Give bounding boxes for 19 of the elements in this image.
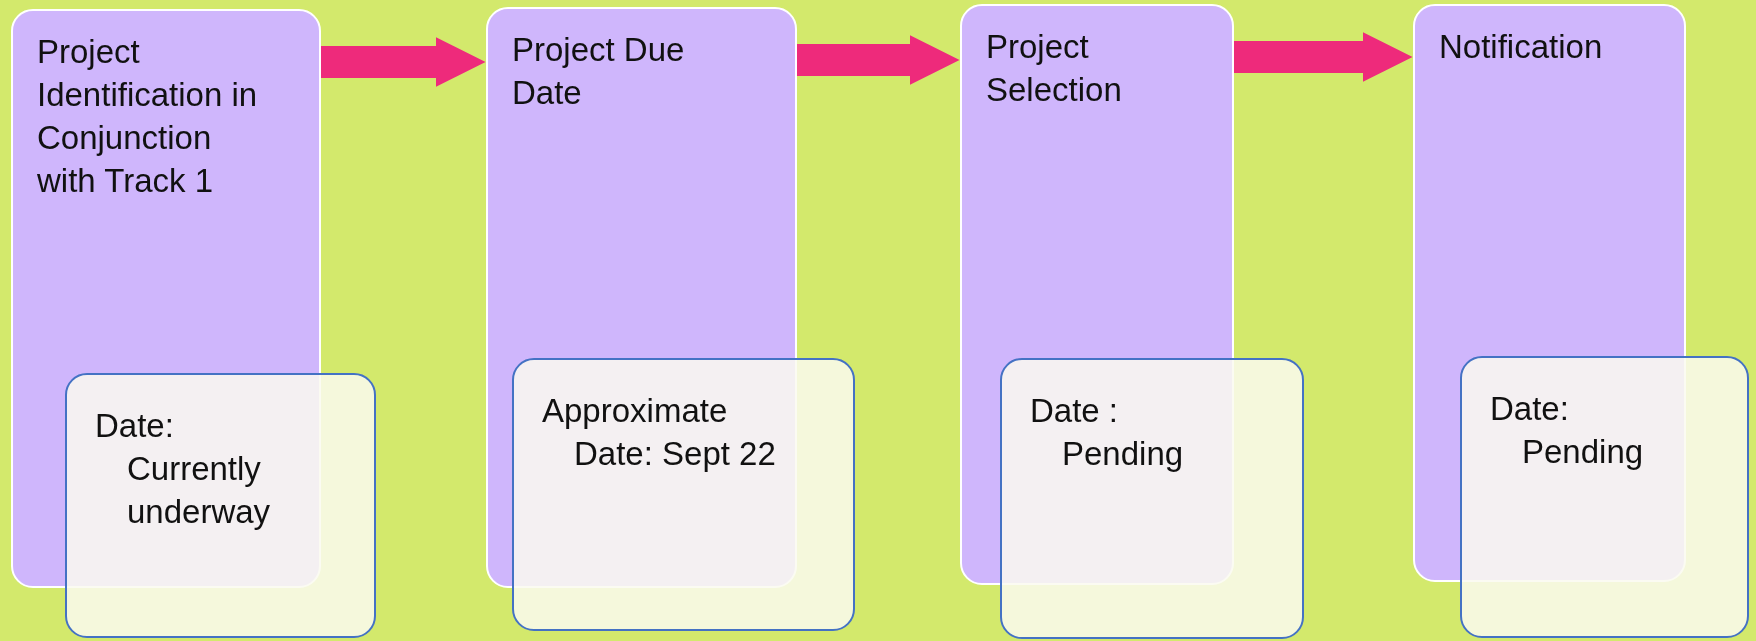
date-text: Date: Sept 22 [573,433,777,474]
date-text: Date: [1490,389,1570,429]
block-arrow [797,35,960,85]
date-text: Approximate [542,391,729,431]
block-arrow [321,37,486,87]
date-card [1460,356,1749,638]
stage-title: Project Selection [986,27,1123,110]
date-card [65,373,376,638]
date-text: Currently underway [126,448,272,532]
date-text: Pending [1061,433,1185,474]
date-card [512,358,855,631]
stage-title: Project Identification in Conjunction with Track 1 [37,32,259,201]
date-text: Date : [1030,391,1120,431]
stage-title: Notification [1439,27,1604,67]
date-card [1000,358,1304,639]
date-text: Pending [1521,431,1645,472]
stage-title: Project Due Date [512,30,686,113]
date-text: Date: [95,406,175,446]
block-arrow [1234,32,1413,82]
